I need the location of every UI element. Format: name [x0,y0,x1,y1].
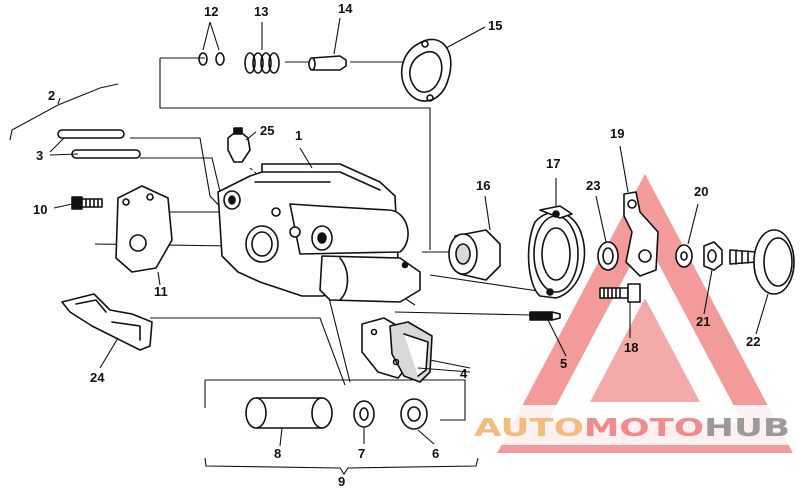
part-19-lever [619,145,659,277]
part-18-bolt [599,283,641,338]
part-16-bushing [448,195,501,281]
callout-3: 3 [36,148,43,163]
callout-20: 20 [694,184,708,199]
callout-9: 9 [338,474,345,488]
callout-15: 15 [488,18,502,33]
part-17-cam-housing [527,178,586,299]
part-15-gasket [400,26,486,102]
part-22-adjuster-knob [729,229,795,335]
callout-25: 25 [260,123,274,138]
callout-18: 18 [624,340,638,355]
part-13-spring [244,22,280,74]
callout-17: 17 [546,156,560,171]
callout-8: 8 [274,446,281,461]
callout-13: 13 [254,4,268,19]
callout-1: 1 [295,128,302,143]
part-2-bracket-line [9,83,119,141]
watermark-triangle-inner [590,298,700,402]
callout-10: 10 [33,202,47,217]
callout-12: 12 [204,4,218,19]
callout-14: 14 [338,1,353,16]
callout-6: 6 [432,446,439,461]
part-11-plate [115,185,173,286]
callout-21: 21 [696,314,710,329]
callout-19: 19 [610,126,624,141]
part-25-fitting [227,127,257,163]
part-24-bracket [61,293,153,369]
part-7-seal [353,400,375,444]
watermark-auto: AUTO [474,413,584,442]
part-6-seal-ring [400,398,435,445]
callout-2: 2 [48,88,55,103]
part-8-piston [245,397,333,447]
part-10-bolt [53,196,103,210]
watermark-moto: MOTO [584,413,704,442]
callout-4: 4 [460,366,468,381]
part-23-washer [595,195,619,271]
callout-23: 23 [586,178,600,193]
callout-7: 7 [358,446,365,461]
part-20-washer [675,203,699,268]
callout-24: 24 [90,370,105,385]
part-4-brake-pads [361,317,471,383]
part-9-brace [204,457,479,475]
callout-22: 22 [746,334,760,349]
part-5-set-screw [529,311,567,357]
part-12-o-rings [198,21,225,66]
watermark-hub: HUB [704,413,790,442]
part-21-nut [703,241,723,315]
part-3-rods [49,129,141,159]
part-1-caliper-body [217,147,421,303]
callout-16: 16 [476,178,490,193]
callout-labels: 12 13 14 15 2 25 1 3 10 16 17 19 23 20 1… [33,1,760,488]
callout-5: 5 [560,356,567,371]
watermark-logo [470,173,793,453]
part-14-pin [308,17,347,71]
watermark-text-backdrop [470,405,792,445]
callout-11: 11 [154,284,168,299]
